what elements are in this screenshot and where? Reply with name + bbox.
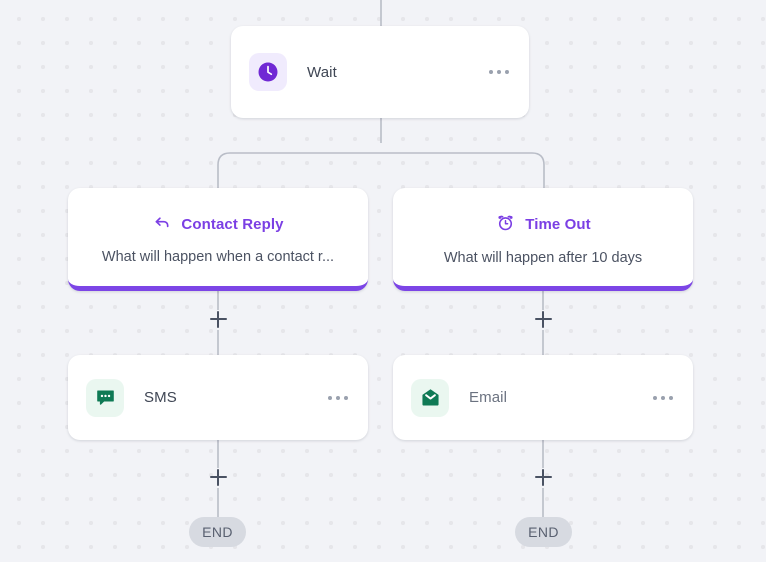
node-card-wait[interactable]: Wait <box>231 26 529 118</box>
end-node-right[interactable]: END <box>515 517 572 547</box>
node-label-sms: SMS <box>144 389 177 406</box>
envelope-icon <box>411 378 449 417</box>
node-card-email[interactable]: Email <box>393 355 693 440</box>
branch-description-time-out: What will happen after 10 days <box>443 250 643 266</box>
branch-description-contact-reply: What will happen when a contact r... <box>101 249 335 265</box>
alarm-clock-icon <box>495 212 516 237</box>
add-step-button-left-upper[interactable] <box>207 308 229 330</box>
branch-title-time-out: Time Out <box>525 216 591 233</box>
more-options-icon-email[interactable] <box>651 390 675 406</box>
chat-bubble-icon <box>86 378 124 417</box>
node-card-contact-reply[interactable]: Contact Reply What will happen when a co… <box>68 188 368 291</box>
add-step-button-left-lower[interactable] <box>207 466 229 488</box>
branch-header-time-out: Time Out <box>393 212 693 237</box>
add-step-button-right-lower[interactable] <box>532 466 554 488</box>
clock-icon <box>249 53 287 91</box>
node-label-email: Email <box>469 389 508 406</box>
node-card-time-out[interactable]: Time Out What will happen after 10 days <box>393 188 693 291</box>
more-options-icon-sms[interactable] <box>326 390 350 406</box>
reply-arrow-icon <box>152 212 172 236</box>
wire-branch-split <box>217 152 545 188</box>
end-node-left[interactable]: END <box>189 517 246 547</box>
node-card-sms[interactable]: SMS <box>68 355 368 440</box>
branch-header-contact-reply: Contact Reply <box>68 212 368 236</box>
node-label-wait: Wait <box>307 63 337 81</box>
branch-title-contact-reply: Contact Reply <box>181 215 284 233</box>
add-step-button-right-upper[interactable] <box>532 308 554 330</box>
more-options-icon-wait[interactable] <box>487 64 511 80</box>
